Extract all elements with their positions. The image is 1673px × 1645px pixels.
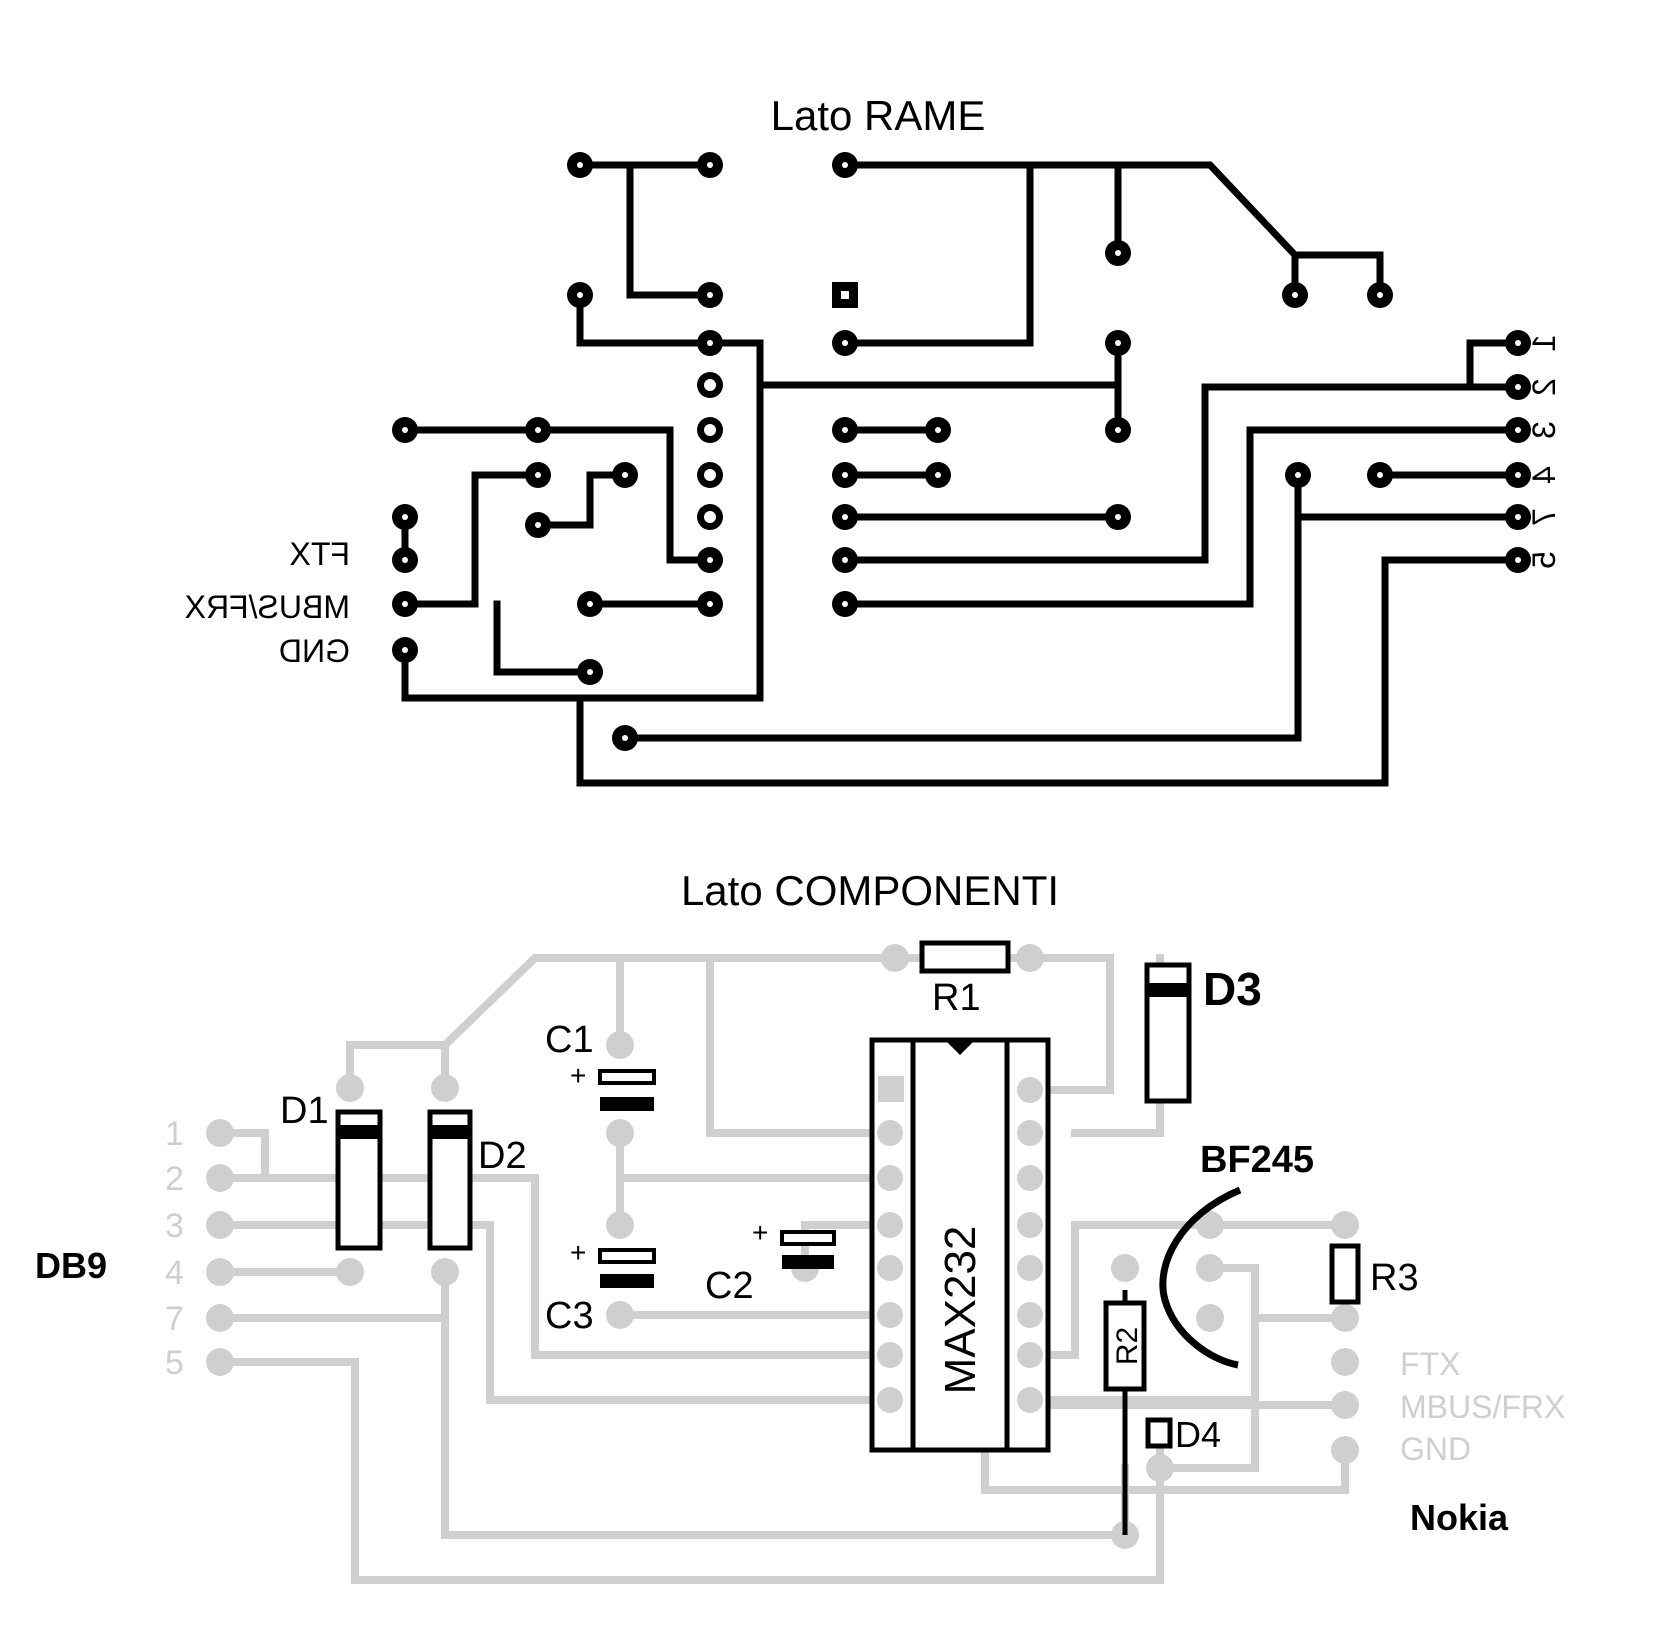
copper-pin-3: 3: [1526, 421, 1562, 439]
copper-pin-1: 1: [1526, 334, 1562, 352]
copper-label-gnd: GND: [279, 633, 350, 669]
capacitor-c1: C1 +: [545, 1019, 656, 1111]
c2-plus: +: [752, 1217, 768, 1248]
capacitor-c3: + C3: [545, 1237, 656, 1337]
copper-label-mbus-frx: MBUS/FRX: [185, 589, 350, 625]
copper-tracks: [401, 161, 1522, 787]
component-pads: [206, 944, 1359, 1549]
copper-side-title: Lato RAME: [771, 92, 986, 139]
db9-pin-4: 4: [165, 1254, 184, 1292]
diode-d2: D2: [427, 1109, 527, 1251]
diode-d1: D1: [280, 1090, 383, 1251]
d3-label: D3: [1203, 963, 1262, 1015]
copper-pin-numbers: 1 2 3 4 7 5: [1526, 334, 1562, 569]
copper-pin-7: 7: [1526, 508, 1562, 526]
nokia-label-gnd: GND: [1400, 1431, 1471, 1467]
diode-d4: D4: [1145, 1414, 1221, 1455]
diode-d3: D3: [1144, 962, 1262, 1104]
nokia-label-ftx: FTX: [1400, 1346, 1460, 1382]
c3-plus: +: [570, 1237, 586, 1268]
copper-pin-2: 2: [1526, 378, 1562, 396]
c3-label: C3: [545, 1295, 594, 1337]
db9-pin-5: 5: [165, 1344, 184, 1382]
capacitor-c2: + C2: [705, 1217, 836, 1307]
ic-label: MAX232: [936, 1226, 985, 1395]
db9-pin-7: 7: [165, 1300, 184, 1338]
db9-connector: DB9 1 2 3 4 7 5: [35, 1115, 184, 1382]
d2-label: D2: [478, 1135, 527, 1177]
db9-label: DB9: [35, 1245, 107, 1286]
db9-pin-1: 1: [165, 1115, 184, 1153]
c1-plus: +: [570, 1060, 586, 1091]
db9-pin-2: 2: [165, 1160, 184, 1198]
db9-pin-3: 3: [165, 1207, 184, 1245]
copper-connector-labels: FTX MBUS/FRX GND: [185, 536, 350, 669]
ic-max232: MAX232: [869, 1037, 1051, 1453]
c1-label: C1: [545, 1019, 594, 1061]
nokia-connector: FTX MBUS/FRX GND Nokia: [1400, 1346, 1565, 1538]
r2-label: R2: [1111, 1327, 1144, 1365]
transistor-bf245: BF245: [1159, 1139, 1314, 1369]
copper-side-layout: Lato RAME: [185, 92, 1562, 787]
nokia-label-mbus-frx: MBUS/FRX: [1400, 1389, 1565, 1425]
r3-label: R3: [1370, 1257, 1419, 1299]
resistor-r3: R3: [1329, 1243, 1419, 1305]
copper-pads: [392, 152, 1531, 751]
d1-label: D1: [280, 1090, 329, 1132]
bf245-label: BF245: [1200, 1139, 1314, 1181]
resistor-r2: R2: [1103, 1290, 1147, 1535]
component-side-layout: Lato COMPONENTI: [35, 867, 1565, 1584]
nokia-label: Nokia: [1410, 1497, 1509, 1538]
component-side-title: Lato COMPONENTI: [681, 867, 1059, 914]
c2-label: C2: [705, 1265, 754, 1307]
d4-label: D4: [1175, 1414, 1221, 1455]
copper-label-ftx: FTX: [290, 536, 350, 572]
copper-pin-5: 5: [1526, 551, 1562, 569]
resistor-r1: R1: [919, 940, 1011, 1019]
r1-label: R1: [932, 977, 981, 1019]
copper-pin-4: 4: [1526, 466, 1562, 484]
